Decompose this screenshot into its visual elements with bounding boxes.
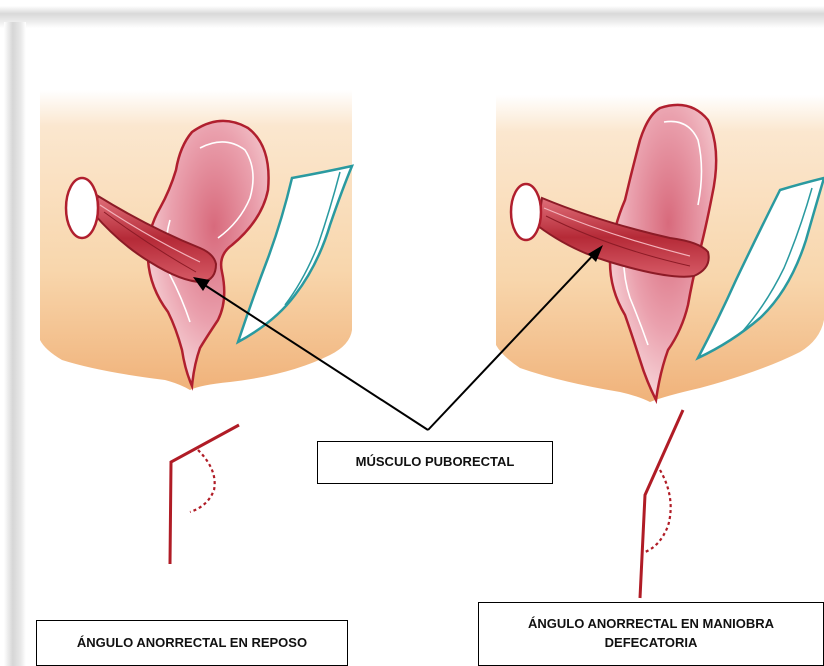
rest-angle-label: ÁNGULO ANORRECTAL EN REPOSO (36, 620, 348, 666)
right-anorectal-angle-icon (640, 410, 683, 598)
defecation-angle-label: ÁNGULO ANORRECTAL EN MANIOBRA DEFECATORI… (478, 602, 824, 666)
left-anorectal-angle-icon (170, 425, 239, 564)
left-pubis-icon (66, 178, 98, 238)
left-pelvis-illustration (40, 90, 352, 390)
right-pubis-icon (511, 184, 541, 240)
right-pelvis-illustration (496, 95, 824, 402)
puborectal-muscle-label: MÚSCULO PUBORECTAL (317, 441, 553, 484)
